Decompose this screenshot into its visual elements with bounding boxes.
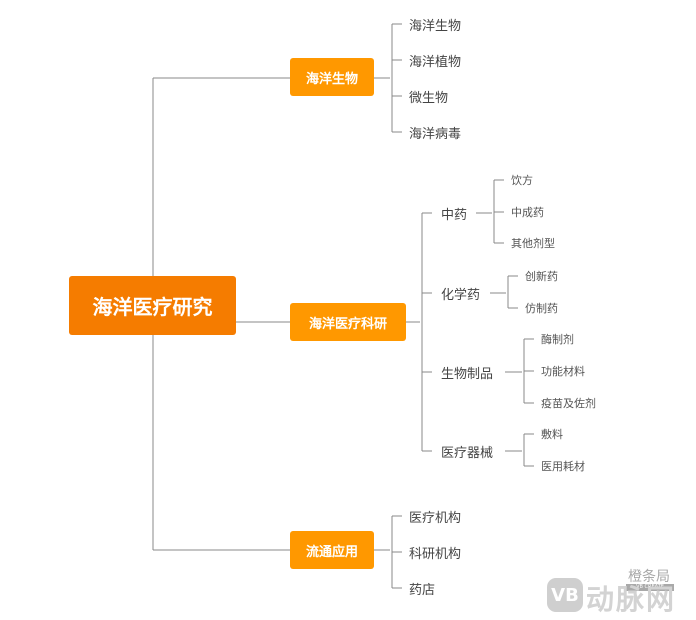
leaf-decoction[interactable]: 饮方 [511,174,533,187]
branch-marine-organisms[interactable]: 海洋生物 [290,58,374,96]
leaf-generic-drugs[interactable]: 仿制药 [525,302,558,315]
watermark-brand: 橙条局 [628,569,670,585]
leaf-enzyme-preparations[interactable]: 酶制剂 [541,333,574,346]
leaf-proprietary-tcm[interactable]: 中成药 [511,206,544,219]
leaf-marine-viruses[interactable]: 海洋病毒 [409,126,462,142]
leaf-medical-institutions[interactable]: 医疗机构 [409,510,462,526]
node-medical-devices[interactable]: 医疗器械 [441,445,494,461]
leaf-dressings[interactable]: 敷料 [541,428,563,441]
leaf-pharmacies[interactable]: 药店 [409,582,436,598]
node-tcm[interactable]: 中药 [441,207,468,223]
leaf-microorganisms[interactable]: 微生物 [409,90,449,106]
watermark-brand-sub: VB CREATE [626,584,674,591]
node-chemical-drugs[interactable]: 化学药 [441,287,481,303]
leaf-other-dosage-forms[interactable]: 其他剂型 [511,237,555,250]
leaf-marine-organisms[interactable]: 海洋生物 [409,18,462,34]
watermark-logo-icon: VB [547,578,583,612]
leaf-innovative-drugs[interactable]: 创新药 [525,270,558,283]
leaf-functional-materials[interactable]: 功能材料 [541,365,585,378]
leaf-medical-consumables[interactable]: 医用耗材 [541,460,585,473]
root-node[interactable]: 海洋医疗研究 [69,276,236,335]
node-biologics[interactable]: 生物制品 [441,366,494,382]
leaf-research-institutions[interactable]: 科研机构 [409,546,462,562]
watermark-logo-text: 动脉网 [586,583,677,616]
branch-marine-medical-research[interactable]: 海洋医疗科研 [290,303,406,341]
leaf-marine-plants[interactable]: 海洋植物 [409,54,462,70]
branch-distribution-application[interactable]: 流通应用 [290,531,374,569]
leaf-vaccines-adjuvants[interactable]: 疫苗及佐剂 [541,397,596,410]
